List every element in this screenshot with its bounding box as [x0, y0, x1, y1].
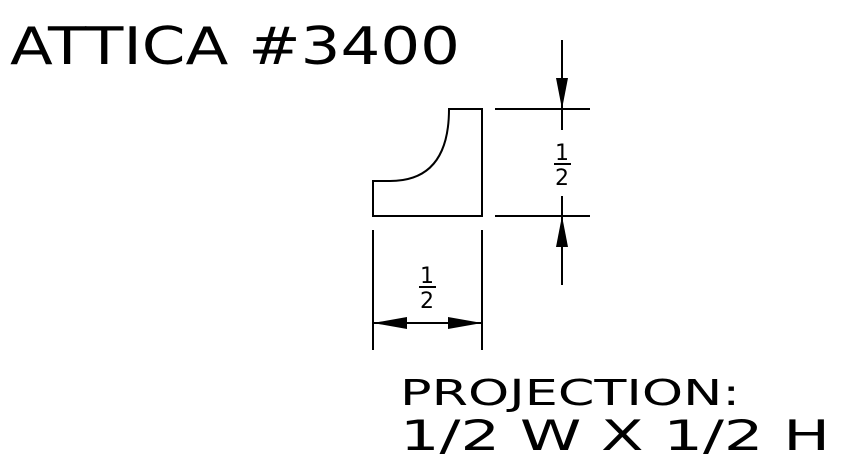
width-dimension: 1 2 [372, 230, 483, 350]
height-numerator: 1 [555, 141, 569, 166]
arrow-right-icon [448, 317, 482, 329]
width-denominator: 2 [420, 289, 434, 314]
width-numerator: 1 [420, 264, 434, 289]
drawing-title: ATTICA #3400 [10, 17, 460, 77]
arrow-up-icon [556, 216, 568, 247]
height-denominator: 2 [555, 166, 569, 191]
projection-value: 1/2 W X 1/2 H [400, 411, 830, 460]
height-dimension: 1 2 [495, 40, 590, 285]
arrow-down-icon [556, 78, 568, 109]
projection-label: PROJECTION: [400, 373, 740, 414]
molding-profile [372, 108, 483, 217]
arrow-left-icon [373, 317, 407, 329]
